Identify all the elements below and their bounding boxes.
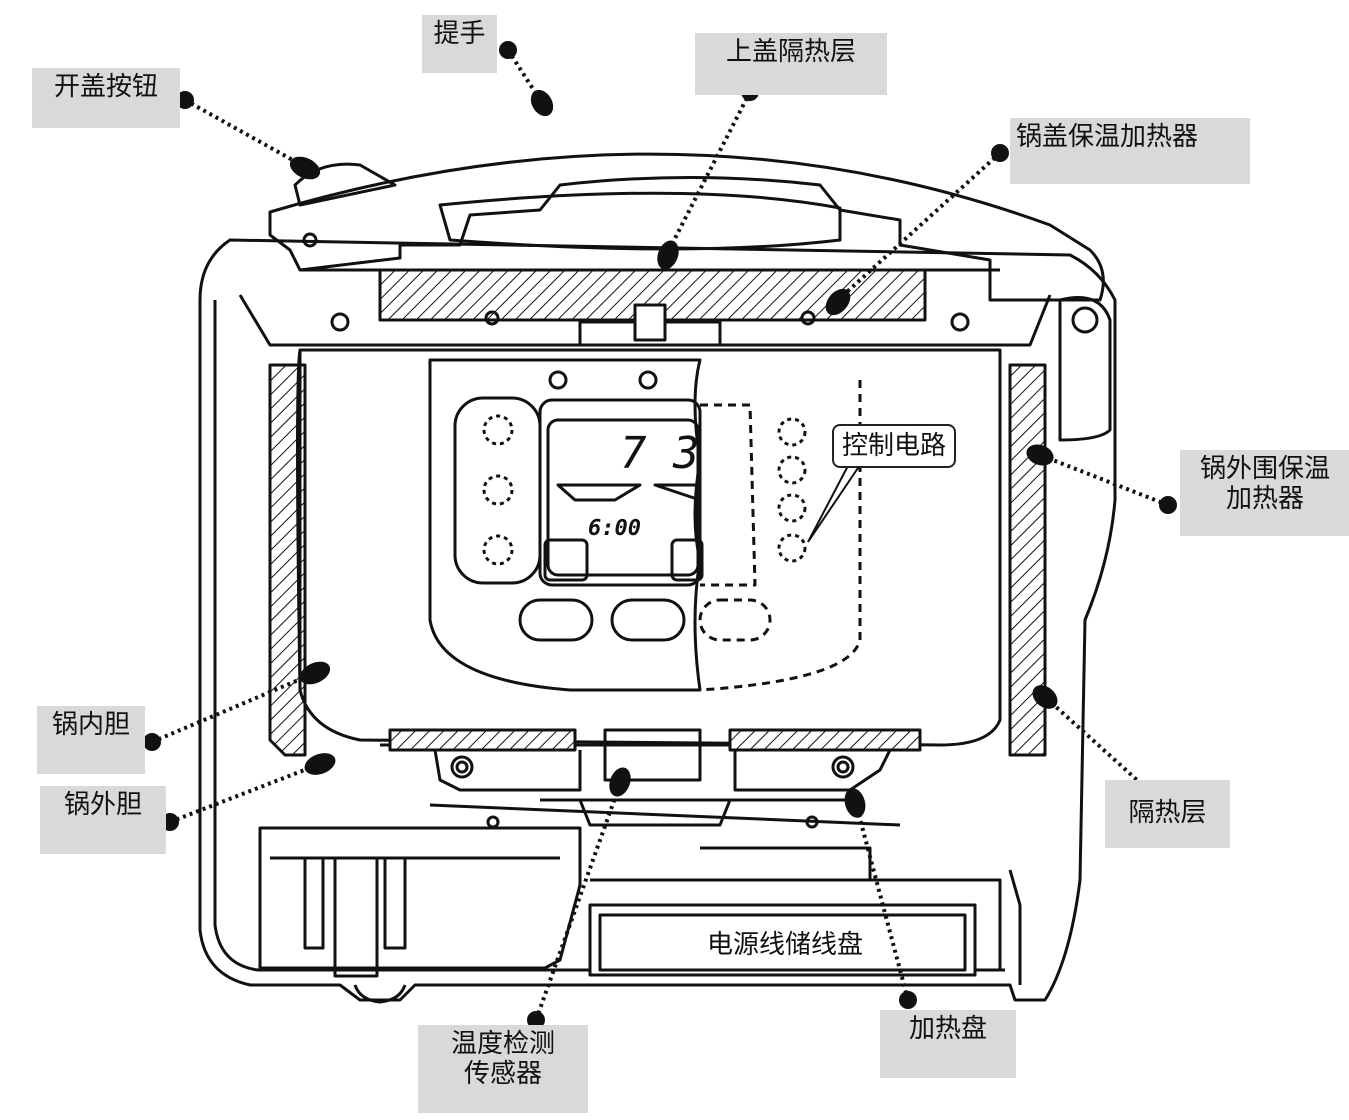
leader-side-heater: [1039, 453, 1169, 507]
heating-plate-left: [388, 728, 577, 752]
lid-top: [268, 152, 1105, 302]
label-lid-insulation: 上盖隔热层: [695, 33, 887, 95]
leader-outer-pot: [169, 762, 321, 824]
sensor-housing: [603, 728, 702, 782]
inner-pot-shape: [298, 348, 1002, 747]
leader-lid-insulation: [666, 91, 752, 253]
label-outer-pot: 锅外胆: [40, 786, 166, 854]
display-time: 6:00: [588, 516, 641, 541]
cord-reel: [588, 903, 977, 977]
heating-plate-right: [728, 728, 922, 752]
label-handle: 提手: [422, 15, 497, 73]
label-insulation: 隔热层: [1105, 780, 1230, 848]
label-side-heater: 锅外围保温 加热器: [1180, 450, 1349, 536]
lid-button-shape: [293, 162, 397, 207]
leader-insulation: [1043, 695, 1149, 791]
cord-reel-label: 电源线储线盘: [707, 930, 863, 960]
label-lid-button: 开盖按钮: [32, 68, 180, 128]
outer-body: [198, 238, 1117, 1002]
leader-control-circuit: [807, 461, 863, 543]
label-heating-plate: 加热盘: [880, 1010, 1016, 1078]
leader-inner-pot: [151, 671, 316, 744]
label-temp-sensor: 温度检测 传感器: [418, 1025, 588, 1113]
label-control-circuit: 控制电路: [832, 424, 957, 468]
display-digits: 7 3: [620, 428, 699, 479]
label-lid-heater: 锅盖保温加热器: [1010, 118, 1250, 184]
label-inner-pot: 锅内胆: [37, 706, 145, 774]
leader-lid-heater: [836, 151, 1002, 302]
control-panel: [428, 358, 702, 692]
leader-lid-button: [184, 98, 299, 165]
